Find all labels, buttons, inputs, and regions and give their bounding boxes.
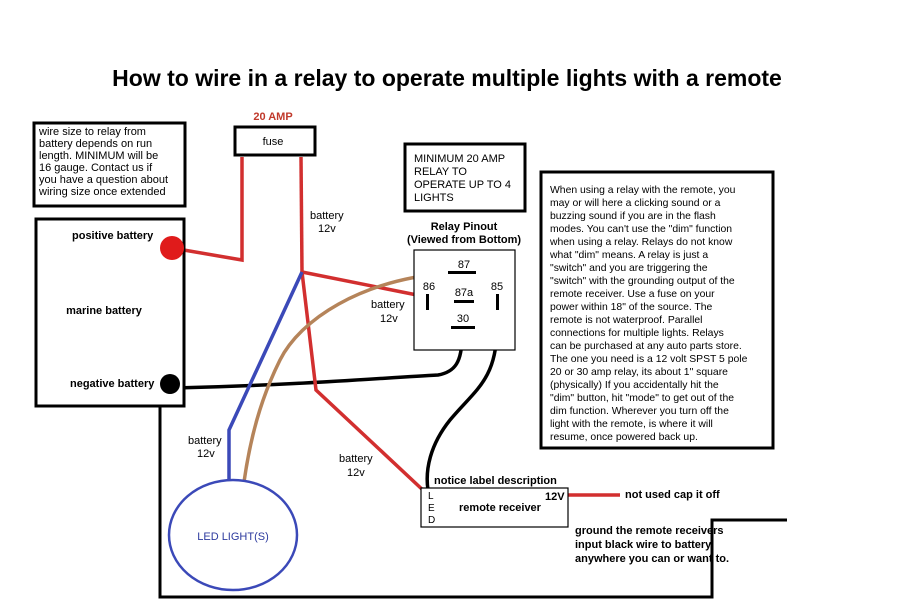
note-line: MINIMUM 20 AMP	[414, 153, 505, 165]
battery-word: battery	[371, 299, 405, 311]
negative-terminal-label: negative battery	[70, 378, 155, 390]
note-line: buzzing sound if you are in the flash	[550, 211, 716, 222]
wire-size-note: wire size to relay from battery depends …	[38, 126, 168, 198]
note-line: what "dim" means. A relay is just a	[549, 250, 708, 261]
fuse-to-junction-wire	[299, 156, 304, 273]
receiver-led-letter: E	[428, 503, 435, 514]
battery-label-top: battery 12v	[310, 210, 344, 235]
ground-note: ground the remote receivers input black …	[575, 525, 729, 565]
note-line: "switch" with the grounding output of th…	[550, 276, 735, 287]
relay-pin-87a-blade	[454, 300, 474, 303]
relay-pin-87: 87	[458, 259, 470, 271]
note-line: ground the remote receivers	[575, 525, 724, 537]
led-light-circle	[167, 478, 299, 592]
note-line: 20 or 30 amp relay, its about 1" square	[550, 367, 728, 378]
battery-word: battery	[339, 453, 373, 465]
min-amp-note: MINIMUM 20 AMP RELAY TO OPERATE UP TO 4 …	[414, 153, 511, 204]
remote-note-box	[539, 170, 775, 450]
note-line: modes. You can't use the "dim" function	[550, 224, 732, 235]
note-line: "switch" and you are triggering the	[550, 263, 708, 274]
voltage-label: 12v	[347, 467, 365, 479]
junction-to-relay-86-wire	[301, 270, 428, 299]
note-line: The one you need is a 12 volt SPST 5 pol…	[550, 354, 748, 365]
relay-pinout-subtitle: (Viewed from Bottom)	[407, 234, 521, 246]
receiver-led-letter: L	[428, 491, 434, 502]
wire-size-note-box	[32, 121, 187, 208]
note-line: anywhere you can or want to.	[575, 553, 729, 565]
diagram-title: How to wire in a relay to operate multip…	[112, 65, 782, 91]
battery-label-relay: battery 12v	[371, 299, 405, 325]
note-line: power within 18" of the source. The	[550, 302, 713, 313]
led-light-label: LED LIGHT(S)	[197, 531, 269, 543]
note-line: remote is not waterproof. Parallel	[550, 315, 702, 326]
relay-pin-30: 30	[457, 313, 469, 325]
receiver-name: remote receiver	[459, 502, 542, 514]
relay-pin-86: 86	[423, 281, 435, 293]
battery-name: marine battery	[66, 305, 143, 317]
positive-terminal	[160, 236, 184, 260]
relay-85-to-receiver-wire	[425, 298, 499, 491]
receiver-led-letter: D	[428, 515, 435, 526]
min-amp-note-box	[403, 142, 527, 213]
battery-label-led: battery 12v	[188, 435, 222, 460]
note-line: dim function. Wherever you turn off the	[550, 406, 729, 417]
relay-pin-30-blade	[451, 326, 475, 329]
note-line: may or will here a clicking sound or a	[550, 198, 721, 209]
note-line: (physically) If you accidentally hit the	[550, 380, 719, 391]
voltage-label: 12v	[197, 448, 215, 460]
fuse-box	[233, 125, 317, 157]
battery-box	[34, 217, 186, 408]
led-switched-wire	[242, 271, 449, 483]
battery-label-receiver: battery 12v	[339, 453, 373, 479]
voltage-label: 12v	[380, 313, 398, 325]
note-line: connections for multiple lights. Relays	[550, 328, 724, 339]
note-line: light with the remote, is where it will	[550, 419, 713, 430]
note-line: LIGHTS	[414, 192, 454, 204]
led-positive-wire	[227, 271, 304, 480]
ground-wire-outer	[158, 388, 787, 599]
receiver-voltage: 12V	[545, 491, 565, 503]
note-line: "dim" button, hit "mode" to get out of t…	[550, 393, 734, 404]
note-line: you have a question about	[39, 174, 168, 186]
note-line: battery depends on run	[39, 138, 152, 150]
battery-word: battery	[188, 435, 222, 447]
amp-rating-label: 20 AMP	[253, 111, 292, 123]
note-line: OPERATE UP TO 4	[414, 179, 511, 191]
note-line: wiring size once extended	[38, 186, 166, 198]
positive-terminal-label: positive battery	[72, 230, 154, 242]
negative-wire	[174, 335, 464, 390]
unused-wire-note: not used cap it off	[625, 489, 720, 501]
fuse-label: fuse	[263, 136, 284, 148]
negative-terminal	[160, 374, 180, 394]
remote-note: When using a relay with the remote, you …	[549, 185, 748, 443]
relay-pin-87-blade	[448, 271, 476, 274]
note-line: wire size to relay from	[38, 126, 146, 138]
junction-to-receiver-wire	[300, 271, 427, 494]
relay-pin-87a: 87a	[455, 287, 474, 299]
relay-pin-85: 85	[491, 281, 503, 293]
notice-label: notice label description	[434, 475, 557, 487]
note-line: can be purchased at any auto parts store…	[550, 341, 742, 352]
relay-pin-86-blade	[426, 294, 429, 310]
battery-word: battery	[310, 210, 344, 222]
relay-pin-85-blade	[496, 294, 499, 310]
note-line: 16 gauge. Contact us if	[39, 162, 153, 174]
note-line: input black wire to battery	[575, 539, 712, 551]
note-line: remote receiver. Use a fuse on your	[550, 289, 715, 300]
note-line: RELAY TO	[414, 166, 467, 178]
note-line: when using a relay. Relays do not know	[549, 237, 733, 248]
voltage-label: 12v	[318, 223, 336, 235]
note-line: resume, once powered back up.	[550, 432, 698, 443]
note-line: length. MINIMUM will be	[39, 150, 158, 162]
note-line: When using a relay with the remote, you	[550, 185, 736, 196]
relay-pinout-title: Relay Pinout	[431, 221, 498, 233]
receiver-box	[420, 487, 569, 528]
positive-to-fuse-wire	[171, 157, 244, 263]
